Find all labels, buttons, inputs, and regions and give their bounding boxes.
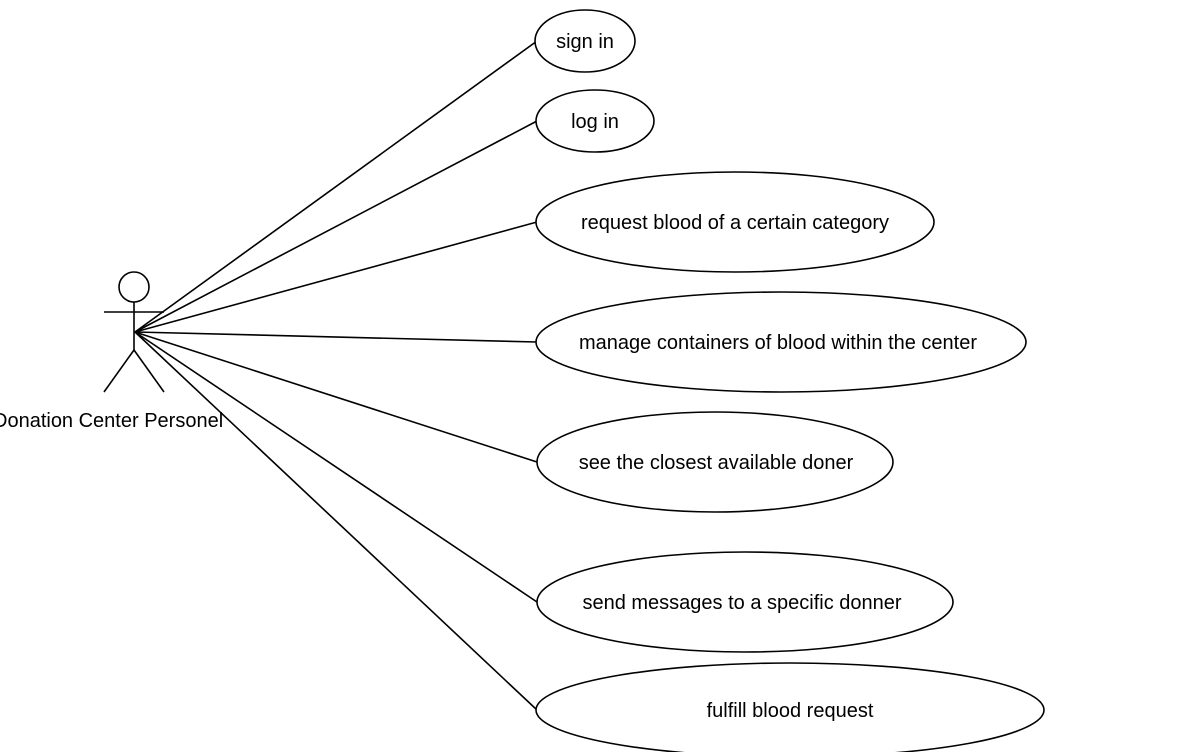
actor-label: Donation Center Personel — [0, 410, 223, 432]
use-case-fulfill-request[interactable]: fulfill blood request — [535, 662, 1045, 752]
association-log-in — [134, 120, 538, 333]
use-case-label: log in — [571, 111, 619, 133]
use-case-ellipse — [535, 89, 655, 153]
association-manage-containers — [134, 331, 538, 343]
use-case-label: fulfill blood request — [707, 700, 874, 722]
actor-right-leg — [133, 349, 165, 393]
use-case-manage-containers[interactable]: manage containers of blood within the ce… — [535, 291, 1027, 393]
association-send-messages — [134, 331, 538, 603]
association-closest-doner — [134, 331, 538, 463]
use-case-ellipse — [535, 662, 1045, 752]
use-case-label: sign in — [556, 31, 614, 53]
actor-left-leg — [103, 349, 135, 393]
use-case-ellipse — [536, 551, 954, 653]
association-fulfill-request — [134, 331, 538, 711]
use-case-label: manage containers of blood within the ce… — [579, 332, 977, 354]
use-case-label: request blood of a certain category — [581, 212, 889, 234]
use-case-label: send messages to a specific donner — [582, 592, 901, 614]
use-case-label: see the closest available doner — [579, 452, 854, 474]
association-request-blood — [134, 221, 538, 333]
use-case-sign-in[interactable]: sign in — [534, 9, 636, 73]
use-case-ellipse — [536, 411, 894, 513]
associations — [134, 40, 538, 711]
use-case-closest-doner[interactable]: see the closest available doner — [536, 411, 894, 513]
use-case-send-messages[interactable]: send messages to a specific donner — [536, 551, 954, 653]
actor-head — [118, 271, 150, 303]
use-case-ellipse — [535, 291, 1027, 393]
use-case-ellipse — [535, 171, 935, 273]
actor: Donation Center Personel — [0, 271, 223, 432]
association-sign-in — [134, 40, 538, 333]
use-case-request-blood[interactable]: request blood of a certain category — [535, 171, 935, 273]
use-case-ellipse — [534, 9, 636, 73]
use-case-log-in[interactable]: log in — [535, 89, 655, 153]
